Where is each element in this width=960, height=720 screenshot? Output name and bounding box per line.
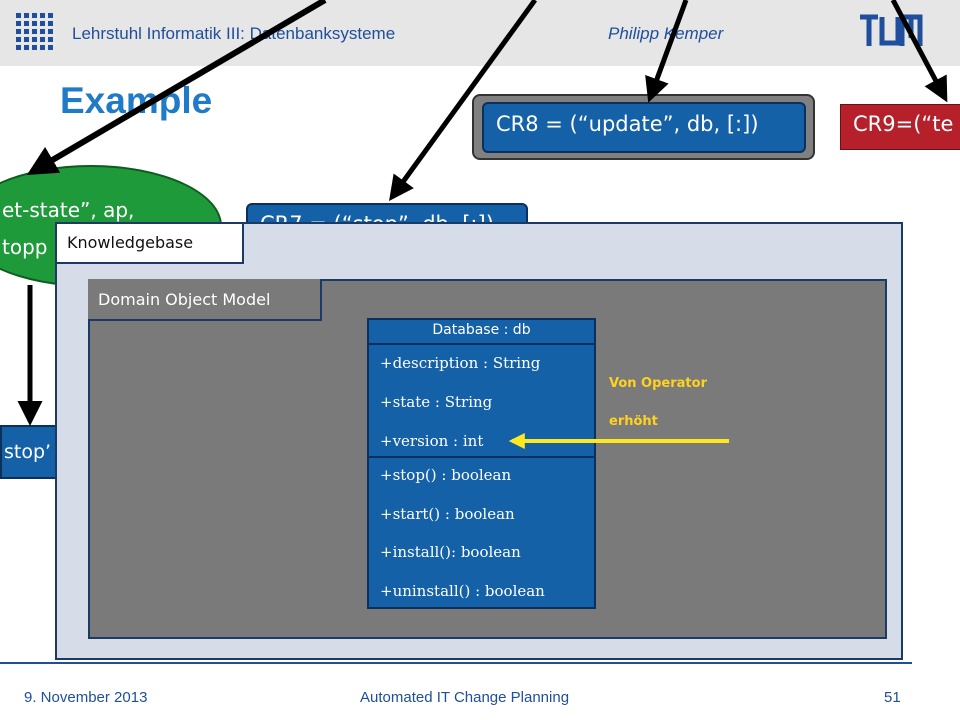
footer-title: Automated IT Change Planning <box>360 689 570 706</box>
annotation-line2: erhöht <box>609 414 658 429</box>
uml-class-box <box>367 318 596 609</box>
chair-logo-icon <box>16 13 53 50</box>
uml-operation: +uninstall() : boolean <box>380 582 545 600</box>
uml-operation: +start() : boolean <box>380 505 515 523</box>
cr9-box: CR9=(“te <box>840 104 960 150</box>
domain-object-model-tab: Domain Object Model <box>88 279 322 321</box>
arrow-to-cr9 <box>890 0 948 103</box>
uml-operation: +install(): boolean <box>380 543 521 561</box>
slide-header <box>0 0 960 66</box>
arrow-to-ellipse <box>26 0 327 176</box>
uml-attribute: +state : String <box>380 393 493 411</box>
stop-box: stop’ <box>0 425 58 479</box>
ellipse-text-line1: et-state”, ap, <box>2 198 135 222</box>
header-author: Philipp Kemper <box>608 24 724 43</box>
ellipse-text-line2: topp <box>2 235 48 259</box>
uml-class-separator <box>367 456 596 458</box>
annotation-line1: Von Operator <box>609 376 707 391</box>
footer-date: 9. November 2013 <box>24 689 148 706</box>
footer-divider <box>0 662 912 664</box>
uml-attribute: +description : String <box>380 354 541 372</box>
header-institution: Lehrstuhl Informatik III: Datenbanksyste… <box>72 24 396 43</box>
arrow-to-cr8 <box>645 0 689 103</box>
arrow-to-cr7 <box>389 0 538 202</box>
cr8-box: CR8 = (“update”, db, [:]) <box>482 102 806 153</box>
page-number: 51 <box>884 689 901 706</box>
uml-attribute: +version : int <box>380 432 484 450</box>
knowledgebase-tab: Knowledgebase <box>55 222 244 264</box>
uml-operation: +stop() : boolean <box>380 466 512 484</box>
uml-class-title: Database : db <box>367 318 596 345</box>
